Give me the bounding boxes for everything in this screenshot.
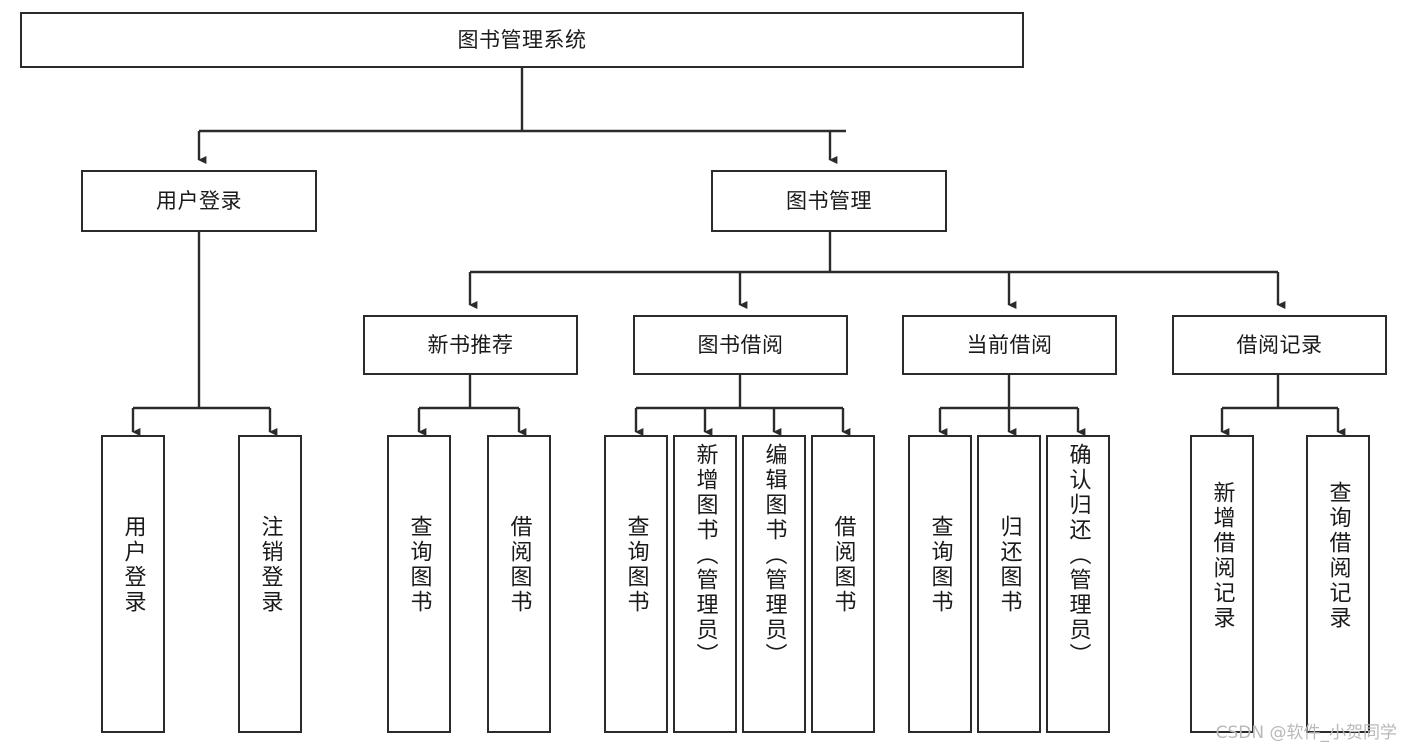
leaf-borrow-book-2-label: 借阅图书 <box>830 515 856 615</box>
node-borrow-record-label: 借阅记录 <box>1236 332 1323 357</box>
node-book-management[interactable]: 图书管理 <box>711 170 947 232</box>
node-root[interactable]: 图书管理系统 <box>20 12 1024 68</box>
leaf-query-book-1-label: 查询图书 <box>406 515 432 615</box>
leaf-add-record-label: 新增借阅记录 <box>1209 481 1235 631</box>
leaf-borrow-book-1-label: 借阅图书 <box>506 515 532 615</box>
leaf-confirm-return[interactable]: 确认归还（管理员） <box>1046 435 1110 733</box>
leaf-return-book[interactable]: 归还图书 <box>977 435 1041 733</box>
leaf-query-book-3[interactable]: 查询图书 <box>908 435 972 733</box>
leaf-edit-book[interactable]: 编辑图书（管理员） <box>742 435 806 733</box>
node-book-borrow[interactable]: 图书借阅 <box>633 315 848 375</box>
node-current-borrow-label: 当前借阅 <box>966 332 1053 357</box>
leaf-borrow-book-1[interactable]: 借阅图书 <box>487 435 551 733</box>
node-current-borrow[interactable]: 当前借阅 <box>902 315 1117 375</box>
node-user-login[interactable]: 用户登录 <box>81 170 317 232</box>
node-new-book-recommend-label: 新书推荐 <box>427 332 514 357</box>
leaf-add-record[interactable]: 新增借阅记录 <box>1190 435 1254 733</box>
leaf-query-book-3-label: 查询图书 <box>927 515 953 615</box>
leaf-return-book-label: 归还图书 <box>996 515 1022 615</box>
node-book-management-label: 图书管理 <box>786 188 872 213</box>
node-book-borrow-label: 图书借阅 <box>697 332 784 357</box>
leaf-query-book-2-label: 查询图书 <box>623 515 649 615</box>
node-root-label: 图书管理系统 <box>457 27 587 52</box>
leaf-query-book-1[interactable]: 查询图书 <box>387 435 451 733</box>
leaf-add-book[interactable]: 新增图书（管理员） <box>673 435 737 733</box>
leaf-add-book-label: 新增图书（管理员） <box>692 443 718 668</box>
leaf-query-record-label: 查询借阅记录 <box>1325 481 1351 631</box>
node-borrow-record[interactable]: 借阅记录 <box>1172 315 1387 375</box>
leaf-edit-book-label: 编辑图书（管理员） <box>761 443 787 668</box>
leaf-confirm-return-label: 确认归还（管理员） <box>1065 443 1091 668</box>
leaf-borrow-book-2[interactable]: 借阅图书 <box>811 435 875 733</box>
node-user-login-label: 用户登录 <box>156 188 242 213</box>
leaf-logout-login[interactable]: 注销登录 <box>238 435 302 733</box>
leaf-query-record[interactable]: 查询借阅记录 <box>1306 435 1370 733</box>
leaf-user-login-label: 用户登录 <box>120 515 146 615</box>
leaf-query-book-2[interactable]: 查询图书 <box>604 435 668 733</box>
leaf-logout-login-label: 注销登录 <box>257 515 283 615</box>
node-new-book-recommend[interactable]: 新书推荐 <box>363 315 578 375</box>
leaf-user-login[interactable]: 用户登录 <box>101 435 165 733</box>
